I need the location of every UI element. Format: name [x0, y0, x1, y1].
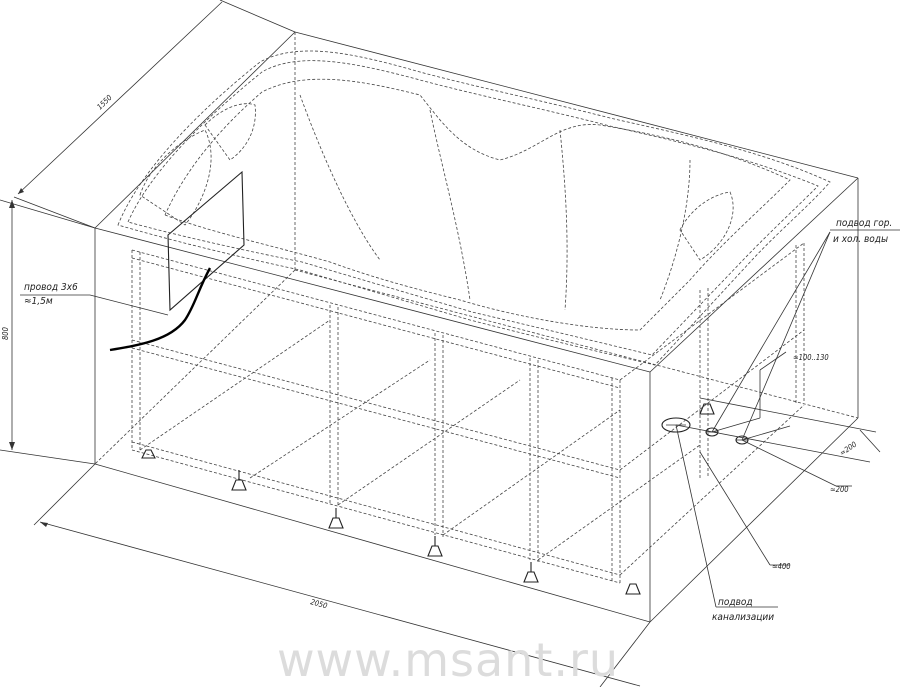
- dim-pipe-spacing: ≈100..130: [793, 353, 829, 362]
- plumbing-points: [661, 417, 749, 445]
- drain-label-line2: канализации: [712, 612, 774, 623]
- dim-length-2050: 2050: [309, 597, 328, 610]
- dim-pipe-depth-b: ≈200: [830, 485, 849, 494]
- watermark: www.msant.ru: [277, 633, 619, 687]
- dim-pipe-depth-a: ≈200: [838, 440, 858, 458]
- dim-width-1550: 1550: [95, 93, 114, 111]
- tub-rim: [117, 50, 831, 366]
- electric-panel-and-wire: [109, 170, 245, 352]
- drain-label-line1: подвод: [718, 597, 753, 608]
- bounding-box: [94, 31, 859, 623]
- frame-posts: [131, 243, 805, 584]
- dim-height-800: 800: [1, 327, 10, 340]
- frame-rails: [131, 242, 805, 584]
- water-label-line2: и хол. воды: [833, 234, 888, 245]
- dim-drain-offset: ≈400: [772, 562, 791, 571]
- adjustable-feet: [141, 403, 715, 595]
- drain-outlet: [661, 417, 691, 433]
- wire-label-line1: провод 3х6: [24, 282, 78, 293]
- wire-label-line2: ≈1,5м: [24, 296, 53, 307]
- water-label-line1: подвод гор.: [836, 218, 892, 229]
- headrest-pads: [139, 103, 734, 261]
